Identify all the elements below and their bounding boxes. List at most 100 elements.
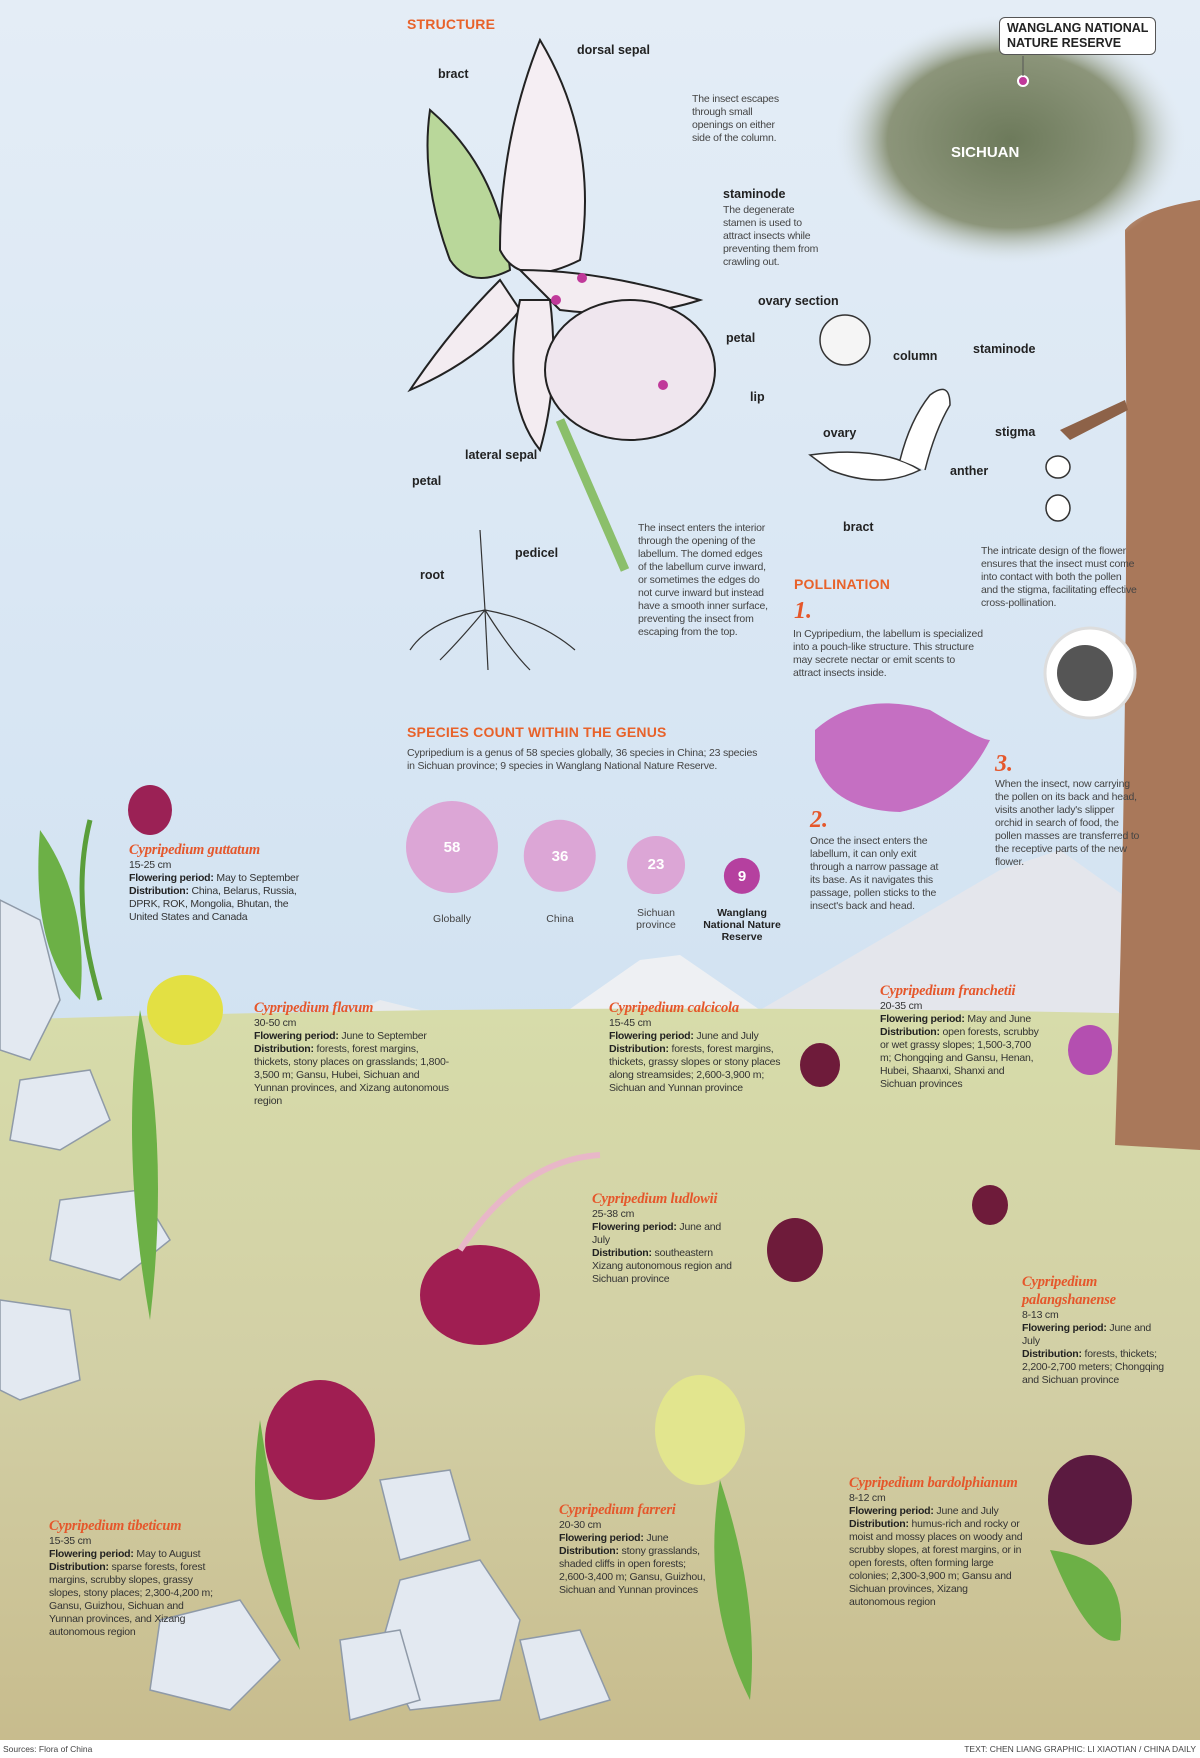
flowering-label: Flowering period: bbox=[254, 1030, 339, 1042]
sichuan-map bbox=[835, 15, 1185, 265]
structure-heading: STRUCTURE bbox=[407, 16, 496, 32]
flowering-value: June and July bbox=[592, 1221, 722, 1246]
species-height: 20-30 cm bbox=[559, 1519, 602, 1531]
map-reserve-label: WANGLANG NATIONAL NATURE RESERVE bbox=[999, 17, 1157, 55]
distribution-value: humus-rich and rocky or moist and mossy … bbox=[849, 1518, 1023, 1608]
species-distribution: Distribution: open forests, scrubby or w… bbox=[880, 1026, 1040, 1091]
species-count-heading: SPECIES COUNT WITHIN THE GENUS bbox=[407, 724, 667, 740]
step-1-text: In Cypripedium, the labellum is speciali… bbox=[793, 628, 983, 679]
species-name: Cypripedium flavum bbox=[254, 1000, 374, 1016]
distribution-label: Distribution: bbox=[559, 1545, 619, 1557]
species-count-label: Wanglang National Nature Reserve bbox=[703, 907, 781, 943]
distribution-value: forests, forest margins, thickets, grass… bbox=[609, 1043, 781, 1094]
flower-diagram bbox=[407, 37, 716, 572]
species-flowering: Flowering period: June to September bbox=[254, 1030, 449, 1043]
species-height: 20-35 cm bbox=[880, 1000, 923, 1012]
mountain bbox=[760, 850, 1200, 1030]
flowering-value: May to August bbox=[136, 1548, 201, 1560]
species-count-description: Cypripedium is a genus of 58 species glo… bbox=[407, 747, 758, 772]
species-distribution: Distribution: southeastern Xizang autono… bbox=[592, 1247, 732, 1286]
flowering-label: Flowering period: bbox=[129, 872, 214, 884]
species-name: Cypripedium ludlowii bbox=[592, 1191, 718, 1207]
distribution-label: Distribution: bbox=[129, 885, 189, 897]
label-petal-right: petal bbox=[726, 331, 756, 345]
footer-sources: Sources: Flora of China bbox=[3, 1744, 93, 1754]
species-flowering: Flowering period: May and June bbox=[880, 1013, 1040, 1026]
label-column: column bbox=[893, 349, 938, 363]
flowering-label: Flowering period: bbox=[849, 1505, 934, 1517]
pollination-heading: POLLINATION bbox=[794, 576, 891, 592]
labellum-pouch-illustration bbox=[815, 703, 990, 812]
species-count-circle: 58 bbox=[406, 801, 498, 893]
distribution-label: Distribution: bbox=[849, 1518, 909, 1530]
distribution-label: Distribution: bbox=[880, 1026, 940, 1038]
species-height: 8-13 cm bbox=[1022, 1309, 1059, 1321]
species-count-circle: 9 bbox=[723, 857, 761, 895]
label-staminode-2: staminode bbox=[973, 342, 1036, 356]
species-distribution: Distribution: forests, thickets; 2,200-2… bbox=[1022, 1348, 1167, 1387]
label-dorsal-sepal: dorsal sepal bbox=[577, 43, 650, 57]
species-name: Cypripedium palangshanense bbox=[1022, 1274, 1116, 1308]
label-pedicel: pedicel bbox=[515, 546, 559, 560]
footer-credits: TEXT: CHEN LIANG GRAPHIC: LI XIAOTIAN / … bbox=[964, 1744, 1196, 1754]
species-count-label: China bbox=[546, 913, 574, 925]
species-flowering: Flowering period: June and July bbox=[609, 1030, 784, 1043]
flowering-value: May to September bbox=[216, 872, 299, 884]
label-ovary-section: ovary section bbox=[758, 294, 839, 308]
distribution-label: Distribution: bbox=[592, 1247, 652, 1259]
label-staminode: staminode bbox=[723, 187, 786, 201]
meadow bbox=[0, 1008, 1200, 1758]
tree-trunk bbox=[1115, 200, 1200, 1150]
step-2-number: 2. bbox=[810, 807, 828, 833]
species-distribution: Distribution: sparse forests, forest mar… bbox=[49, 1561, 214, 1639]
species-height: 15-25 cm bbox=[129, 859, 172, 871]
map-title-line2: NATURE RESERVE bbox=[1007, 36, 1122, 50]
flowering-value: June to September bbox=[341, 1030, 427, 1042]
species-distribution: Distribution: humus-rich and rocky or mo… bbox=[849, 1518, 1024, 1609]
species-distribution: Distribution: forests, forest margins, t… bbox=[254, 1043, 449, 1108]
flowering-label: Flowering period: bbox=[592, 1221, 677, 1233]
distribution-value: forests, thickets; 2,200-2,700 meters; C… bbox=[1022, 1348, 1164, 1386]
label-anther: anther bbox=[950, 464, 989, 478]
species-count-label: Sichuan province bbox=[636, 907, 676, 931]
step-3-number: 3. bbox=[995, 751, 1013, 777]
distribution-value: stony grasslands, shaded cliffs in open … bbox=[559, 1545, 706, 1596]
map-region-label: SICHUAN bbox=[951, 144, 1020, 161]
species-distribution: Distribution: forests, forest margins, t… bbox=[609, 1043, 784, 1095]
step-2-text: Once the insect enters the labellum, it … bbox=[810, 835, 939, 912]
species-flowering: Flowering period: May to September bbox=[129, 872, 304, 885]
column-diagram bbox=[808, 314, 1071, 522]
flowering-value: May and June bbox=[967, 1013, 1031, 1025]
species-count-label: Globally bbox=[433, 913, 471, 925]
flowering-value: June and July bbox=[696, 1030, 759, 1042]
label-bract-2: bract bbox=[843, 520, 874, 534]
distribution-value: open forests, scrubby or wet grassy slop… bbox=[880, 1026, 1039, 1090]
flowering-label: Flowering period: bbox=[559, 1532, 644, 1544]
step-3-text: When the insect, now carrying the pollen… bbox=[995, 778, 1140, 868]
distribution-value: sparse forests, forest margins, scrubby … bbox=[49, 1561, 213, 1638]
species-flowering: Flowering period: June bbox=[559, 1532, 709, 1545]
label-petal-left: petal bbox=[412, 474, 442, 488]
species-flowering: Flowering period: June and July bbox=[592, 1221, 732, 1247]
species-name: Cypripedium franchetii bbox=[880, 983, 1016, 999]
label-ovary: ovary bbox=[823, 426, 857, 440]
note-insect-escapes: The insect escapes through small opening… bbox=[692, 93, 779, 144]
distribution-label: Distribution: bbox=[609, 1043, 669, 1055]
note-staminode: The degenerate stamen is used to attract… bbox=[723, 204, 819, 268]
distribution-label: Distribution: bbox=[1022, 1348, 1082, 1360]
distribution-value: forests, forest margins, thickets, stony… bbox=[254, 1043, 449, 1107]
flowering-value: June bbox=[646, 1532, 669, 1544]
flowering-label: Flowering period: bbox=[609, 1030, 694, 1042]
flowering-label: Flowering period: bbox=[49, 1548, 134, 1560]
distribution-value: China, Belarus, Russia, DPRK, ROK, Mongo… bbox=[129, 885, 297, 923]
label-lip: lip bbox=[750, 390, 765, 404]
flowering-value: June and July bbox=[936, 1505, 999, 1517]
species-name: Cypripedium tibeticum bbox=[49, 1518, 182, 1534]
